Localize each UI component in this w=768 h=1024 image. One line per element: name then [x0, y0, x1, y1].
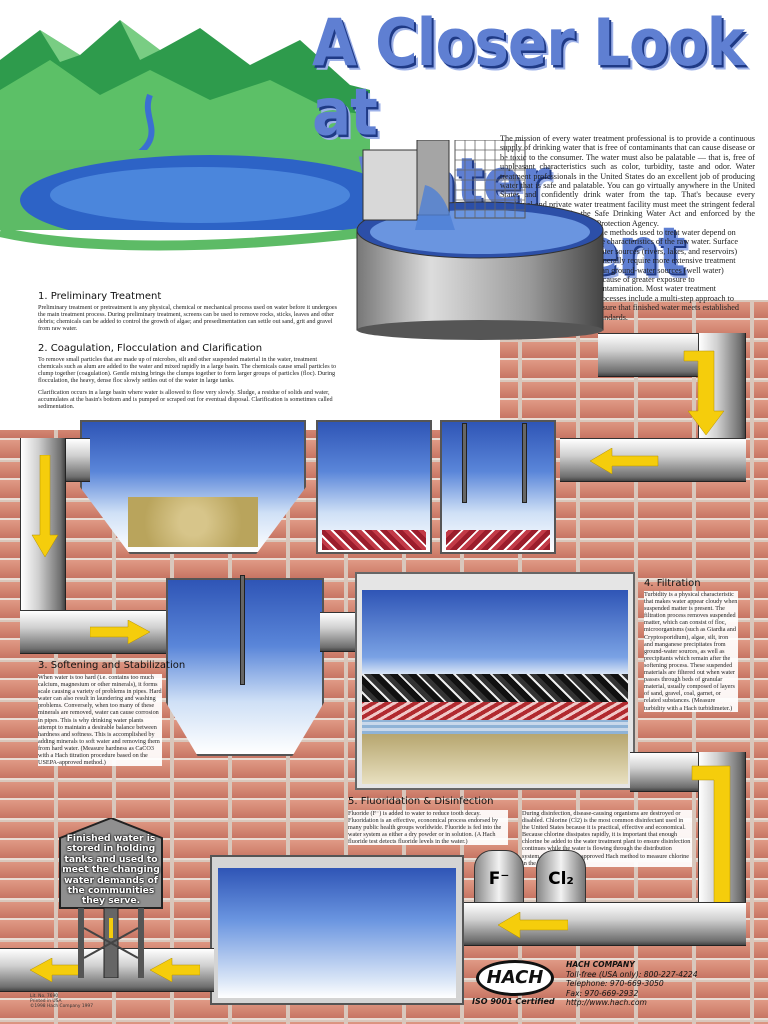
section-3-heading: 3. Softening and Stabilization [38, 660, 186, 671]
flow-arrow-8 [30, 958, 80, 982]
softening-mixer [240, 575, 245, 685]
section-1-heading: 1. Preliminary Treatment [38, 291, 162, 302]
fluoride-symbol: F⁻ [488, 869, 510, 889]
water-tower [59, 818, 163, 978]
filter-coal-layer [362, 674, 628, 702]
floc-layer-2 [446, 530, 550, 550]
hach-company: HACH COMPANY [566, 960, 635, 969]
chlorine-symbol: Cl₂ [548, 869, 574, 889]
section-5-text-2: During disinfection, disease-causing org… [522, 810, 692, 867]
section-4-heading: 4. Filtration [644, 578, 701, 589]
flow-arrow-1 [683, 350, 725, 436]
section-5-text-1: Fluoride (F⁻) is added to water to reduc… [348, 810, 508, 846]
section-2-text-2: Clarification occurs in a large basin wh… [38, 389, 338, 411]
intro-paragraph-2: The methods used to treat water depend o… [595, 228, 739, 322]
hach-logo-text: HACH [486, 967, 544, 988]
filter-gravel-layer [362, 720, 628, 734]
section-3-text: When water is too hard (i.e. contains to… [38, 674, 162, 767]
title-line-1: A Closer Look at [312, 4, 745, 151]
fluoride-feed-tank: F⁻ [474, 850, 524, 906]
flow-arrow-4 [90, 620, 150, 644]
section-2-heading: 2. Coagulation, Flocculation and Clarifi… [38, 343, 263, 354]
hach-contact: HACH COMPANY Toll-free (USA only): 800-2… [566, 960, 698, 1008]
flow-arrow-3 [31, 455, 59, 558]
flow-arrow-2 [590, 448, 659, 474]
filter-sand-layer [362, 702, 628, 720]
footer-line-3: ©1998 Hach Company 1997 [30, 1004, 94, 1010]
filter-water [362, 590, 628, 674]
section-2-text-1: To remove small particles that are made … [38, 356, 338, 385]
footer-line-2: Printed in USA [30, 999, 62, 1005]
iso-certified: ISO 9001 Certified [472, 997, 555, 1006]
footer-info: Lit. No. 7690 Printed in USA ©1998 Hach … [30, 994, 93, 1010]
mixer-shaft-1 [462, 423, 467, 503]
sludge-layer [128, 497, 258, 547]
water-tower-text: Finished water is stored in holding tank… [62, 833, 160, 907]
filter-bottom-layer [362, 734, 628, 784]
hach-tollfree: Toll-free (USA only): 800-227-4224 [566, 969, 698, 979]
softening-tank [166, 578, 324, 756]
hach-website-link[interactable]: http://www.hach.com [566, 998, 647, 1008]
floc-layer-1 [322, 530, 426, 550]
landscape-illustration [0, 0, 370, 290]
section-1-text: Preliminary treatment or pretreatment is… [38, 304, 338, 333]
flow-arrow-6 [498, 912, 568, 938]
flow-arrow-7 [150, 958, 200, 982]
pipe-to-filter [320, 612, 360, 652]
mixer-shaft-2 [522, 423, 527, 503]
clearwell-water [218, 868, 456, 998]
intake-tank [356, 140, 604, 340]
hach-telephone: Telephone: 970-669-3050 [566, 979, 664, 989]
footer-line-1: Lit. No. 7690 [30, 994, 59, 999]
section-4-text: Turbidity is a physical characteristic t… [644, 591, 738, 712]
section-5-heading: 5. Fluoridation & Disinfection [348, 796, 494, 807]
chlorine-feed-tank: Cl₂ [536, 850, 586, 906]
hach-logo[interactable]: HACH [476, 960, 554, 996]
hach-fax: Fax: 970-669-2932 [566, 988, 639, 998]
